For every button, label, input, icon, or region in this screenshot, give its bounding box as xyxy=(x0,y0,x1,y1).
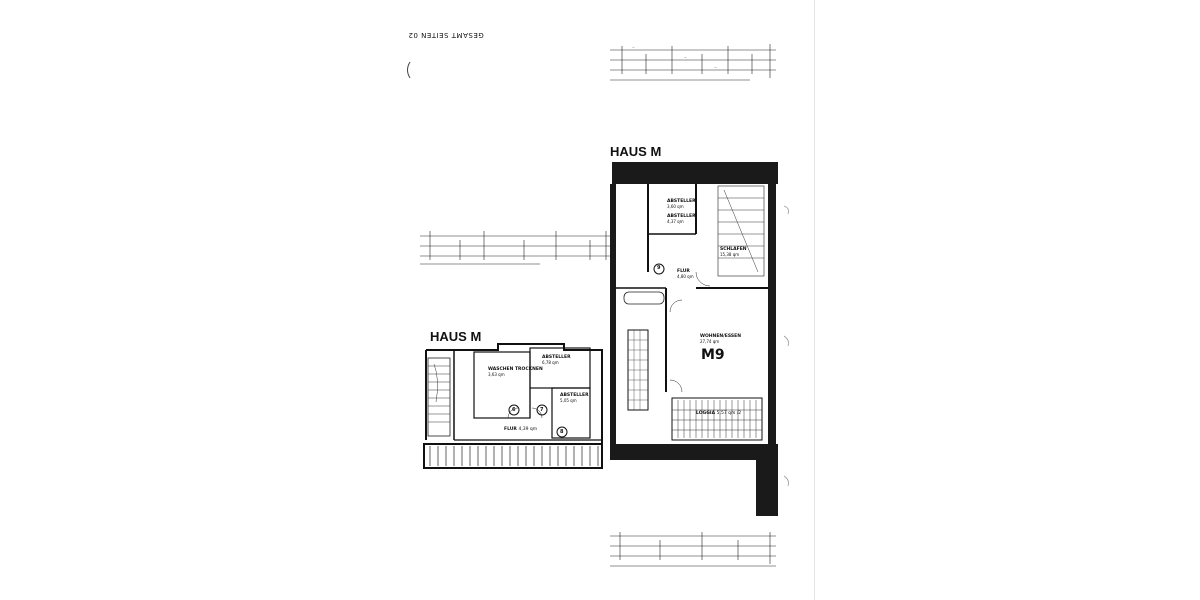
left-marker-7: 7 xyxy=(540,407,544,413)
left-plan-title: HAUS M xyxy=(430,329,482,344)
right-floor-plan xyxy=(610,162,778,516)
dimension-strip-top: ~ ~ ~ xyxy=(610,44,776,81)
right-marker-9: 9 xyxy=(657,265,661,271)
dimension-strip-bottom xyxy=(610,532,776,567)
dimension-strip-middle xyxy=(420,231,614,265)
svg-text:~: ~ xyxy=(632,46,635,50)
left-floor-plan xyxy=(423,343,603,469)
page-header: GESAMT SEITEN 02 xyxy=(408,31,484,39)
right-room-loggia: LOGGIA 5,57 qm /2 xyxy=(696,411,742,416)
left-room-flur: FLUR 4,39 qm xyxy=(504,427,538,432)
svg-text:~: ~ xyxy=(684,56,687,60)
margin-mark xyxy=(407,61,411,79)
left-marker-8: 8 xyxy=(560,429,564,435)
svg-text:~: ~ xyxy=(714,66,717,70)
left-marker-6: 6 xyxy=(512,407,516,413)
right-plan-title: HAUS M xyxy=(610,144,662,159)
right-marker-circle xyxy=(653,263,665,275)
right-margin-marks xyxy=(783,205,789,487)
left-room-markers xyxy=(508,404,568,438)
scanned-document-page: GESAMT SEITEN 02 ~ ~ ~ xyxy=(396,0,815,600)
unit-label: M9 xyxy=(701,347,725,363)
